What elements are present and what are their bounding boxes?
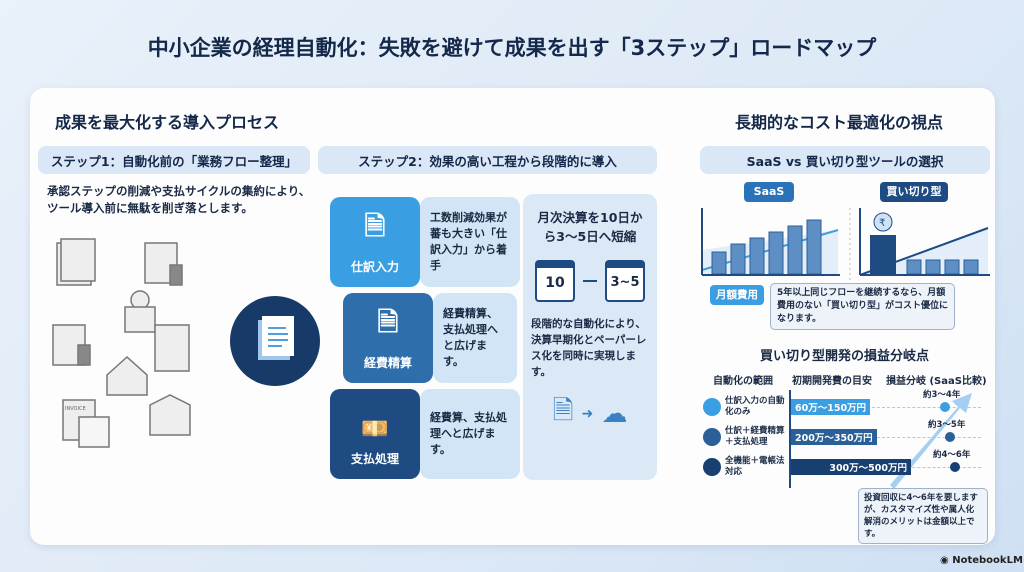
col-breakeven: 損益分岐 (SaaS比較) — [886, 376, 987, 387]
step-name: 支払処理 — [350, 452, 399, 466]
cost-bar: 60万～150万円 — [791, 399, 871, 415]
breakeven-years: 約4～6年 — [933, 450, 971, 460]
arrow-right-icon: ➜ — [581, 406, 594, 422]
invoice-label: INVOICE — [65, 406, 86, 412]
step-name: 仕訳入力 — [350, 260, 399, 274]
page-title: 中小企業の経理自動化：失敗を避けて成果を出す「3ステップ」ロードマップ — [147, 36, 877, 60]
right-heading: 長期的なコスト最適化の視点 — [735, 113, 944, 132]
growth-arrow-icon — [890, 393, 972, 489]
organized-document-icon — [230, 296, 320, 386]
result-desc: 段階的な自動化により、決算早期化とペーパーレス化を同時に実現します。 — [531, 318, 647, 378]
document-check-icon: 🗎 — [377, 308, 399, 338]
breakeven-title: 買い切り型開発の損益分岐点 — [760, 349, 930, 364]
calendar-to-icon: 3~5 — [605, 260, 645, 302]
breakeven-dot — [945, 432, 955, 442]
svg-text:₹: ₹ — [879, 218, 885, 229]
step-journal-entry: 🗎 仕訳入力 — [330, 197, 420, 287]
monthly-fee-label: 月額費用 — [710, 285, 764, 305]
step-expense: 🗎 経費精算 — [343, 293, 433, 383]
step-payment: 💴 支払処理 — [330, 389, 420, 479]
scope-icon — [703, 428, 721, 446]
col-scope: 自動化の範囲 — [713, 376, 773, 387]
step1-desc: 承認ステップの削減や支払サイクルの集約により、 ツール導入前に無駄を削ぎ落としま… — [47, 183, 310, 217]
breakeven-dot — [940, 402, 950, 412]
breakeven-note: 投資回収に4～6年を要しますが、カスタマイズ性や属人化解消のメリットは金額以上で… — [858, 488, 988, 544]
paper-document-icon: 🗎 — [552, 396, 574, 426]
cost-comparison-chart: ₹ — [701, 208, 990, 280]
result-headline: 月次決算を10日から3～5日へ短縮 — [537, 210, 643, 244]
cost-callout: 5年以上同じフローを継続するなら、月額費用のない「買い切り型」がコスト優位になり… — [770, 283, 955, 330]
scattered-paper-documents-icon: INVOICE — [52, 238, 191, 448]
document-scroll-icon: 🗎 — [364, 212, 386, 242]
step-desc: 経費精算、支払処理へと広げます。 — [433, 293, 517, 383]
scope-icon — [703, 398, 721, 416]
col-cost: 初期開発費の目安 — [792, 376, 872, 387]
cost-bar: 200万～350万円 — [791, 429, 877, 445]
step-name: 経費精算 — [363, 356, 412, 370]
calendar-from-icon: 10 — [535, 260, 575, 302]
scope-icon — [703, 458, 721, 476]
left-heading: 成果を最大化する導入プロセス — [55, 113, 280, 132]
buyout-label: 買い切り型 — [880, 182, 948, 202]
scope-text: 仕訳入力の自動化のみ — [725, 396, 785, 417]
result-panel: 月次決算を10日から3～5日へ短縮 10 3~5 段階的な自動化により、決算早期… — [523, 194, 657, 480]
step-desc: 経費算、支払処理へと広げます。 — [420, 389, 520, 479]
scope-text: 仕訳＋経費精算＋支払処理 — [725, 426, 785, 447]
step1-desc-line2: ツール導入前に無駄を削ぎ落とします。 — [47, 201, 253, 215]
breakeven-dot — [950, 462, 960, 472]
step1-label: ステップ1：自動化前の「業務フロー整理」 — [38, 146, 310, 174]
brand-name: NotebookLM — [952, 555, 1023, 566]
scope-text: 全機能＋電帳法対応 — [725, 456, 785, 477]
breakeven-years: 約3～5年 — [928, 420, 966, 430]
breakeven-years: 約3～4年 — [923, 390, 961, 400]
step-desc: 工数削減効果が蕃も大きい「仕訳入力」から着手 — [420, 197, 520, 287]
cost-bar: 300万～500万円 — [791, 459, 911, 475]
notebooklm-logo: ◉ NotebookLM — [940, 555, 1023, 566]
cloud-database-icon: ☁ — [601, 399, 628, 429]
saas-label: SaaS — [744, 182, 794, 202]
step1-desc-line1: 承認ステップの削減や支払サイクルの集約により、 — [47, 184, 311, 198]
step2-label: ステップ2：効果の高い工程から段階的に導入 — [318, 146, 657, 174]
compare-label: SaaS vs 買い切り型ツールの選択 — [700, 146, 990, 174]
money-yen-icon: 💴 — [361, 417, 389, 442]
logo-icon: ◉ — [940, 555, 953, 566]
